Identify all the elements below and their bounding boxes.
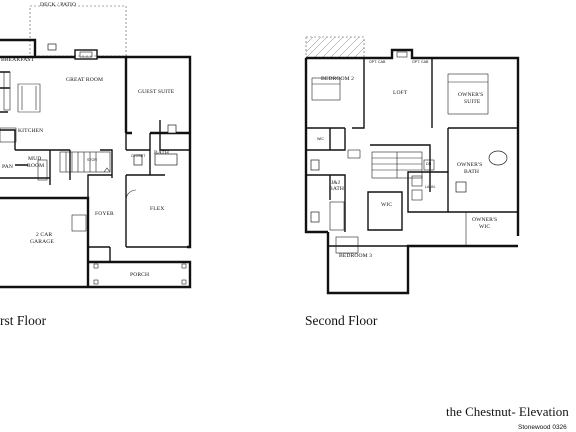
owners-bath-walls <box>447 127 518 213</box>
pantry-label: PAN <box>2 164 13 170</box>
jj-bath-walls <box>306 128 346 232</box>
owners-wic-label-line1: OWNER'S <box>472 217 497 223</box>
flex-walls <box>125 175 190 248</box>
storage-label: STOR <box>87 158 97 162</box>
breakfast-label: BREAKFAST <box>1 57 35 63</box>
flex-label: FLEX <box>150 206 164 212</box>
bedroom-3-bed <box>335 236 359 254</box>
wic-label-center: WIC <box>381 202 392 208</box>
porch-label: PORCH <box>130 272 149 278</box>
owners-wic-label-line2: WIC <box>479 224 490 230</box>
mud-room-walls <box>0 149 51 185</box>
owners-tub <box>488 150 508 166</box>
mud-room-label-line1: MUD <box>28 156 41 162</box>
guest-suite-label: GUEST SUITE <box>138 89 175 95</box>
wic-label-left: WIC <box>317 137 324 141</box>
kitchen-label: KITCHEN <box>18 128 43 134</box>
opt-cab-label-2: OPT. CAB <box>412 60 429 64</box>
great-room-label: GREAT ROOM <box>66 77 103 83</box>
first-floor-stair <box>59 151 111 173</box>
fireplace <box>74 49 98 60</box>
bedroom-2-walls <box>306 58 365 129</box>
center-wic-walls <box>367 191 403 231</box>
owners-suite-label-line2: SUITE <box>464 99 481 105</box>
foyer-label: FOYER <box>95 211 114 217</box>
kitchen-cabinet-lines <box>0 71 16 150</box>
jj-bath-label-line2: BATH <box>329 186 344 192</box>
bedroom-2-label: BEDROOM 2 <box>321 76 354 82</box>
second-floor-exterior-left <box>304 58 328 234</box>
kitchen-island <box>17 83 41 113</box>
first-floor-plan: DECK / PATIO <box>0 2 192 328</box>
owners-suite-label-line1: OWNER'S <box>458 92 483 98</box>
garage-label-line1: 2 CAR <box>36 232 52 238</box>
mud-room-label-line2: ROOM <box>27 163 44 169</box>
closet-label: CLOSET <box>131 154 146 158</box>
owners-bed <box>447 73 489 115</box>
bedroom-2-bed <box>311 77 341 101</box>
first-floor-label: rst Floor <box>0 313 47 328</box>
plan-title: the Chestnut- Elevation <box>446 404 569 419</box>
second-floor-exterior-top-right <box>306 48 520 236</box>
loft-walls <box>370 58 433 192</box>
guest-bath-walls <box>125 133 165 176</box>
bedroom-3-label: BEDROOM 3 <box>339 253 372 259</box>
owners-bath-label-line1: OWNER'S <box>457 162 482 168</box>
second-floor-exterior-bottom <box>326 232 518 295</box>
second-floor-label: Second Floor <box>305 313 378 328</box>
down-label: DN <box>426 162 432 166</box>
owners-bath-label-line2: BATH <box>464 169 479 175</box>
garage-label-line2: GARAGE <box>30 239 54 245</box>
plan-subtitle: Stonewood 0326 <box>518 424 567 431</box>
laundry-label: LAUN. <box>425 185 436 189</box>
breakfast-bay-wall <box>0 38 37 57</box>
loft-label: LOFT <box>393 90 408 96</box>
second-floor-stair <box>371 151 423 179</box>
second-floor-plan: BEDROOM 2 OPT. CAB OPT. CAB LOFT OWNER'S… <box>304 36 520 328</box>
deck-patio-outline <box>29 5 127 57</box>
deck-patio-label: DECK / PATIO <box>40 2 76 8</box>
porch-walls <box>88 260 192 289</box>
opt-cab-label-1: OPT. CAB <box>369 60 386 64</box>
bath-label: BATH <box>154 150 169 156</box>
jj-bath-label-line1: J&J <box>331 180 341 186</box>
first-floor-exterior-wall-top <box>0 55 128 133</box>
